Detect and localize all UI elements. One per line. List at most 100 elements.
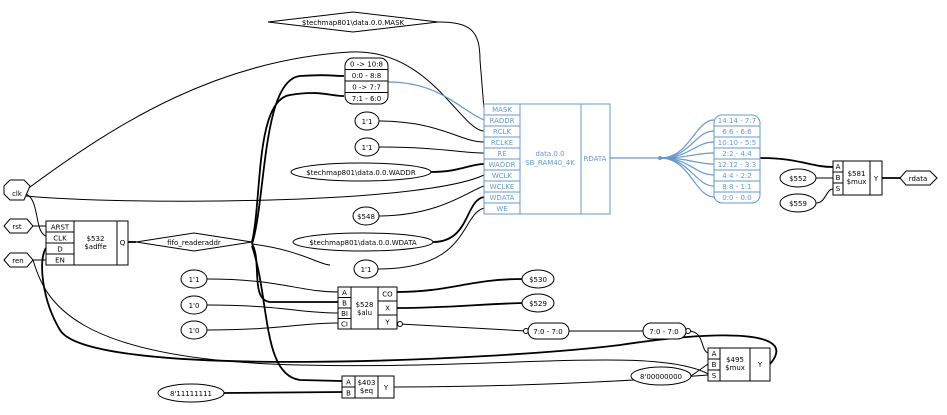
rdata-split-5: 4:4 - 2:2 — [722, 172, 752, 180]
mux495-pin-s: S — [712, 372, 717, 380]
ram-pin-wdata: WDATA — [490, 194, 515, 202]
mux581-pin-y: Y — [873, 175, 879, 183]
ram-pin-rclk: RCLK — [493, 128, 511, 136]
rdata-split-4: 12:12 - 3:3 — [718, 161, 756, 169]
eq-pin-b: B — [346, 390, 351, 398]
alu-pin-co: CO — [382, 291, 393, 299]
ram-type: SB_RAM40_4K — [525, 159, 575, 167]
rdata-splitter: 14:14 - 7:7 6:6 - 6:6 10:10 - 5:5 2:2 - … — [713, 114, 761, 204]
mux581-pin-s: S — [836, 185, 841, 193]
wire-alu-a — [206, 278, 339, 293]
port-ren: ren — [3, 252, 34, 268]
dff-pin-en: EN — [55, 257, 65, 265]
dff-id: $532 — [87, 235, 105, 243]
alu-y-dot — [397, 321, 403, 327]
alu-pin-y: Y — [384, 319, 390, 327]
alu-pin-bi: BI — [341, 310, 348, 318]
rclke-const-label: 1'1 — [362, 144, 373, 152]
co-out-label: $530 — [529, 276, 547, 284]
wire-alu-ci — [206, 322, 339, 331]
eq-block: A B $403 $eq Y — [341, 375, 395, 399]
node-alu-a-const: 1'1 — [180, 269, 208, 289]
wclke-const-label: $548 — [357, 213, 375, 221]
mux495-pin-a: A — [712, 350, 717, 358]
mask-const-label: $techmap801\data.0.0.MASK — [302, 19, 405, 27]
wire-clk-wclk — [25, 174, 485, 202]
wire-559 — [815, 188, 834, 204]
rdata-split-3: 2:2 - 4:4 — [722, 150, 752, 158]
mux581-type: $mux — [847, 178, 867, 186]
ram-pin-we: WE — [496, 205, 507, 213]
raddr-split-0: 0 -> 10:8 — [350, 61, 383, 69]
node-co-out: $530 — [521, 269, 555, 289]
node-fifo-readeraddr: fifo_readeraddr — [135, 232, 253, 252]
ram-pin-wclk: WCLK — [492, 172, 513, 180]
ram-pin-re: RE — [497, 150, 506, 158]
raddr-split-2: 0 -> 7:7 — [352, 84, 381, 92]
wire-waddr — [430, 163, 485, 173]
y-split-1-label: 7:0 - 7:0 — [533, 328, 563, 336]
ram-pin-wclke: WCLKE — [490, 183, 515, 191]
node-wdata-const: $techmap801\data.0.0.WDATA — [292, 232, 434, 252]
mux495-type: $mux — [725, 364, 745, 372]
y-split-2-label: 7:0 - 7:0 — [649, 328, 679, 336]
mux495-pin-y: Y — [757, 361, 763, 369]
wire-ren-mux495s — [32, 259, 711, 376]
node-mask-const: $techmap801\data.0.0.MASK — [267, 11, 439, 33]
node-waddr-const: $techmap801\data.0.0.WADDR — [290, 162, 432, 182]
wire-split-raddr — [387, 81, 485, 121]
wire-eq-b — [223, 391, 343, 394]
wire-wclke — [377, 185, 485, 217]
ram-pin-rdata: RDATA — [584, 155, 607, 163]
alu-a-const-label: 1'1 — [189, 276, 200, 284]
port-rdata-label: rdata — [909, 175, 928, 183]
mux581-id: $581 — [848, 170, 866, 178]
rdata-split-0: 14:14 - 7:7 — [718, 117, 756, 125]
wire-readeraddr-eqa — [251, 245, 343, 382]
eq-type: $eq — [360, 387, 373, 395]
mux581-pin-a: A — [836, 163, 841, 171]
alu-id: $528 — [356, 301, 374, 309]
wire-mux495-a — [690, 363, 709, 377]
dff-pin-q: Q — [120, 239, 126, 247]
eq-pin-a: A — [346, 379, 351, 387]
ram-block: MASK RADDR RCLK RCLKE RE WADDR WCLK WCLK… — [483, 103, 611, 215]
wire-split2-mux495b — [687, 330, 709, 354]
wire-re — [377, 146, 485, 154]
wire-readeraddr-split2 — [251, 74, 345, 245]
wire-mux495y-d — [41, 247, 778, 365]
port-rst: rst — [3, 218, 34, 234]
wire-readeraddr-alub — [251, 243, 338, 303]
waddr-const-label: $techmap801\data.0.0.WADDR — [306, 169, 416, 177]
alu-pin-a: A — [342, 289, 347, 297]
mux495-id: $495 — [726, 356, 744, 364]
alu-type: $alu — [357, 309, 372, 317]
node-alu-bi-const: 1'0 — [180, 295, 208, 315]
wire-rdata-mux581a — [759, 157, 834, 168]
wires — [25, 21, 900, 394]
alu-ci-const-label: 1'0 — [189, 327, 200, 335]
dff-pin-clk: CLK — [53, 235, 67, 243]
mux495-block: A B S $495 $mux Y — [707, 347, 771, 382]
rdata-split-1: 6:6 - 6:6 — [722, 128, 752, 136]
node-y-split-2: 7:0 - 7:0 — [642, 322, 687, 340]
eq-pin-y: Y — [383, 384, 389, 392]
ram-pin-waddr: WADDR — [489, 161, 516, 169]
node-mux581-s: $559 — [779, 193, 817, 213]
node-re-const: 1'1 — [354, 111, 380, 131]
x-out-label: $529 — [529, 300, 547, 308]
dff-block: ARST CLK D EN $532 $adffe Q — [45, 220, 129, 266]
wdata-const-label: $techmap801\data.0.0.WDATA — [309, 239, 417, 247]
wire-wdata — [432, 196, 485, 243]
wire-alu-co — [396, 278, 523, 293]
wire-we — [377, 207, 485, 270]
seq-b-const-label: 8'11111111 — [170, 390, 212, 398]
rdata-split-7: 0:0 - 0:0 — [722, 194, 752, 202]
mux581-block: A B S $581 $mux Y — [832, 160, 883, 196]
rdata-fanout — [659, 119, 715, 198]
mux495-pin-b: B — [712, 361, 717, 369]
alu-pin-ci: CI — [341, 321, 348, 329]
alu-pin-x: X — [385, 305, 390, 313]
port-clk: clk — [3, 179, 31, 201]
fifo-readeraddr-label: fifo_readeraddr — [167, 239, 221, 247]
